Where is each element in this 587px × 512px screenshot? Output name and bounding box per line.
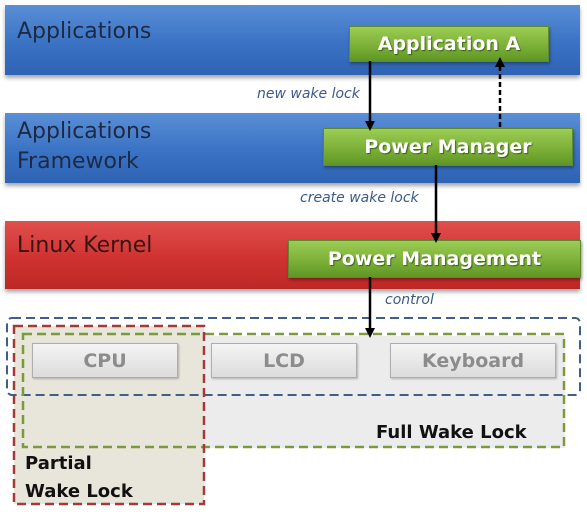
lcd-box: LCD	[211, 343, 357, 378]
cpu-box: CPU	[32, 343, 178, 378]
partial-wake-lock-label-line1: Partial	[25, 453, 92, 474]
new-wake-lock-label: new wake lock	[257, 86, 360, 102]
create-wake-lock-label: create wake lock	[300, 190, 419, 206]
control-label: control	[385, 292, 434, 308]
framework-layer-label-line2: Framework	[17, 149, 139, 174]
applications-layer-label: Applications	[17, 19, 152, 44]
partial-wake-lock-label-line2: Wake Lock	[25, 481, 133, 502]
keyboard-box: Keyboard	[390, 343, 556, 378]
partial-wake-lock-outline	[12, 324, 206, 506]
power-management-box: Power Management	[288, 240, 581, 278]
full-wake-lock-outline	[21, 332, 566, 449]
framework-layer-label-line1: Applications	[17, 119, 152, 144]
power-manager-box: Power Manager	[323, 128, 573, 166]
kernel-layer-label: Linux Kernel	[17, 233, 153, 258]
application-a-box: Application A	[349, 26, 549, 62]
full-wake-lock-label: Full Wake Lock	[376, 422, 527, 443]
hardware-group-outline	[6, 317, 581, 396]
